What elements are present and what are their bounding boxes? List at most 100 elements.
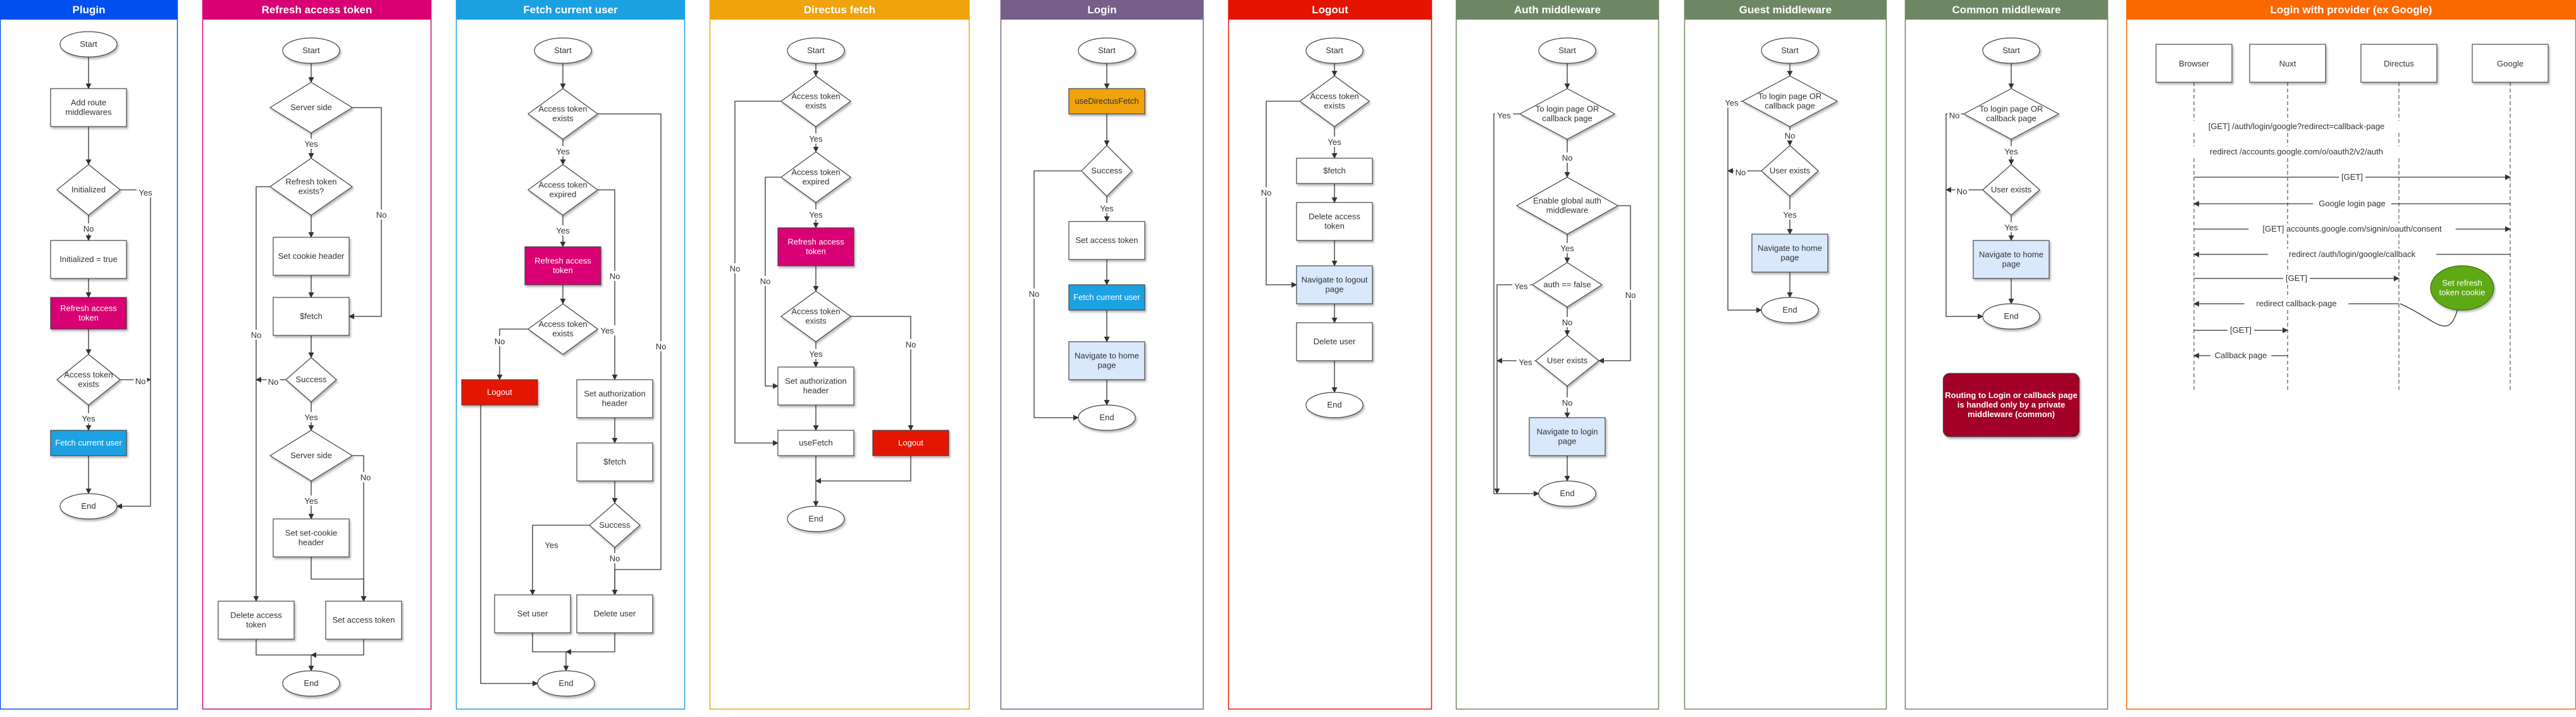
- edge-label-no: No: [1785, 131, 1796, 140]
- actor-directus: Directus: [2360, 44, 2437, 392]
- edge-label-yes-bg: [806, 209, 825, 220]
- message-label-bg: [2339, 171, 2365, 182]
- actor-label: Directus: [2384, 59, 2414, 68]
- node-label: Initialized: [71, 185, 106, 194]
- decision-shape: [1761, 145, 1819, 197]
- edge-label-no: No: [1625, 290, 1636, 300]
- terminal-shape: [537, 670, 595, 697]
- actor-nuxt: Nuxt: [2249, 44, 2326, 392]
- message-label-bg: [2283, 273, 2310, 283]
- process-shape: [1068, 221, 1145, 260]
- edge-label-yes-bg: [1516, 357, 1535, 367]
- actor-label: Google: [2497, 59, 2524, 68]
- edge-label-no: No: [135, 377, 146, 386]
- node-set-access-token: Set access token: [1068, 221, 1145, 260]
- node-auth-false: auth == false: [1531, 262, 1603, 308]
- flow-arrow: [532, 633, 569, 671]
- message-label: Google login page: [2319, 199, 2386, 208]
- node-end: End: [1761, 297, 1819, 323]
- edge-label-no-bg: [1560, 153, 1574, 163]
- node-label: $fetch: [603, 457, 626, 466]
- edge-label-yes-bg: [302, 139, 321, 149]
- message-label: Callback page: [2215, 351, 2267, 360]
- node-label: Set user: [517, 609, 548, 618]
- actor-box: [2472, 44, 2549, 83]
- decision-shape: [527, 303, 599, 355]
- node-server-side: Server side: [269, 430, 354, 482]
- edge-label-yes: Yes: [304, 413, 318, 422]
- flow-arrow: [1598, 205, 1631, 364]
- process-shape: [494, 594, 571, 633]
- terminal-shape: [59, 31, 118, 58]
- node-label: auth == false: [1543, 280, 1591, 289]
- edge-label-no-bg: [359, 472, 373, 482]
- edge-label-no-bg: [1560, 317, 1574, 327]
- edge-label-yes: Yes: [545, 540, 558, 550]
- node-start: Start: [1538, 37, 1596, 64]
- decision-shape: [527, 164, 599, 216]
- node-label: $fetch: [300, 311, 322, 321]
- node-label: End: [81, 501, 96, 511]
- flow-arrow: [851, 316, 914, 431]
- message-label: redirect /accounts.google.com/o/oauth2/v…: [2210, 147, 2383, 156]
- terminal-shape: [1761, 297, 1819, 323]
- node-start: Start: [1982, 37, 2040, 64]
- sequence-message: [GET]: [2194, 171, 2511, 182]
- edge-label-yes-bg: [1097, 203, 1116, 213]
- message-label: [GET] accounts.google.com/signin/oauth/c…: [2262, 224, 2442, 234]
- flow-arrow: [253, 186, 270, 602]
- node-start: Start: [534, 37, 592, 64]
- node-label: Server side: [290, 103, 332, 112]
- node-logout: Logout: [872, 430, 949, 456]
- process-shape: [777, 366, 854, 406]
- lane-title: Refresh access token: [262, 4, 373, 16]
- edge-label-no-bg: [1624, 290, 1637, 300]
- decision-shape: [1535, 335, 1599, 387]
- edge-label-no: No: [1735, 168, 1746, 177]
- node-set-cookie-header: Set cookie header: [273, 237, 350, 276]
- edge-label-no-bg: [1560, 397, 1574, 408]
- decision-shape: [269, 82, 354, 134]
- edge-label-no-bg: [608, 271, 622, 281]
- node-label: Delete user: [1314, 337, 1356, 346]
- edge-label-no-bg: [1259, 187, 1273, 197]
- edge-label-yes: Yes: [556, 147, 570, 156]
- decision-shape: [56, 164, 121, 216]
- process-shape: [1296, 158, 1373, 184]
- edge-label-yes: Yes: [2004, 147, 2018, 156]
- node-label: End: [1782, 305, 1797, 315]
- edge-label-no: No: [1261, 188, 1272, 197]
- node-label: End: [304, 678, 318, 688]
- edge-label-no: No: [251, 330, 262, 340]
- edge-label-yes: Yes: [1514, 282, 1528, 291]
- edge-label-yes-bg: [1325, 137, 1344, 147]
- actor-browser: Browser: [2155, 44, 2233, 392]
- message-label-bg: [2248, 223, 2456, 234]
- actor-label: Browser: [2179, 59, 2209, 68]
- edge-label-yes-bg: [806, 134, 825, 144]
- node-label: $fetch: [1323, 166, 1345, 175]
- decision-shape: [269, 430, 354, 482]
- node-fetch: $fetch: [576, 442, 653, 482]
- terminal-shape: [787, 37, 845, 64]
- terminal-shape: [1982, 37, 2040, 64]
- edge-label-yes-bg: [598, 325, 617, 335]
- edge-label-no-bg: [654, 341, 668, 351]
